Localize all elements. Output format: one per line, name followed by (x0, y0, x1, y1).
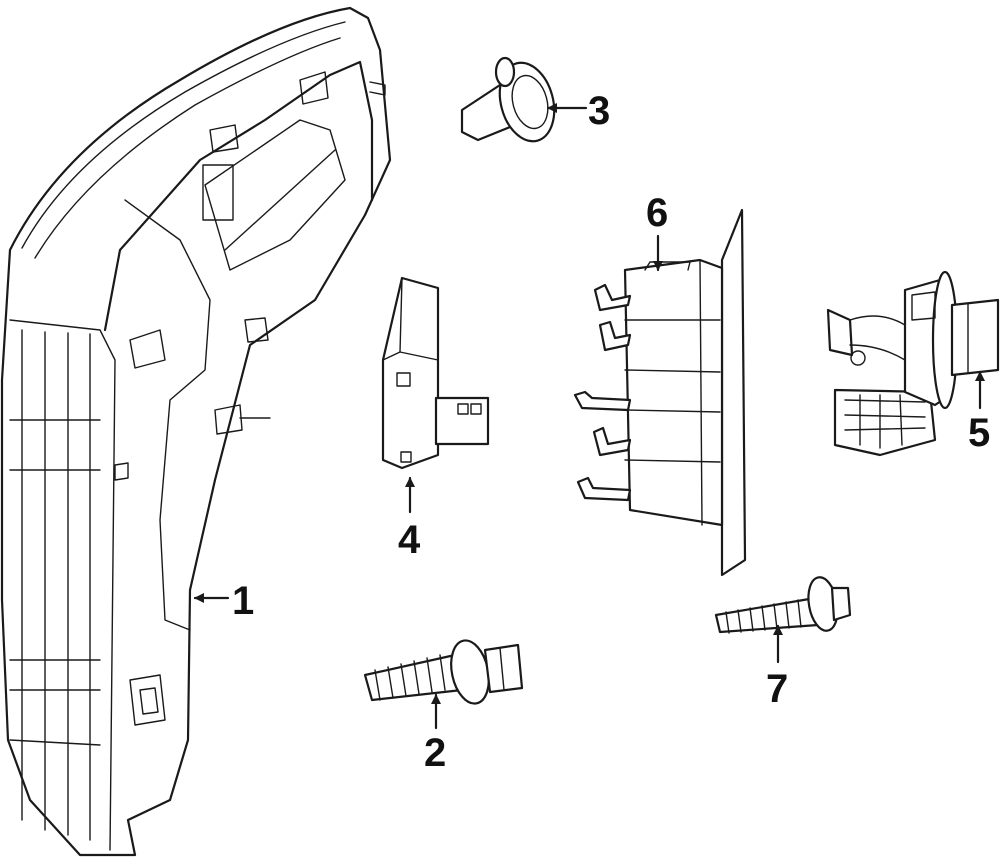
callout-7: 7 (766, 667, 788, 711)
callout-4: 4 (398, 518, 421, 562)
control-module (381, 276, 490, 470)
callout-5: 5 (968, 411, 990, 455)
push-pin-grommet (460, 56, 556, 143)
callout-1: 1 (232, 579, 254, 623)
hex-screw-2 (363, 639, 524, 705)
bulb-socket (826, 270, 1000, 457)
callout-2: 2 (424, 731, 446, 775)
hex-screw-7 (714, 576, 852, 634)
lamp-socket-board (573, 208, 747, 577)
callout-labels: 1 2 3 4 5 6 7 (232, 89, 990, 775)
callout-3: 3 (588, 89, 610, 133)
tail-lamp-housing (0, 6, 392, 857)
leader-lines (193, 103, 985, 730)
callout-6: 6 (646, 191, 668, 235)
